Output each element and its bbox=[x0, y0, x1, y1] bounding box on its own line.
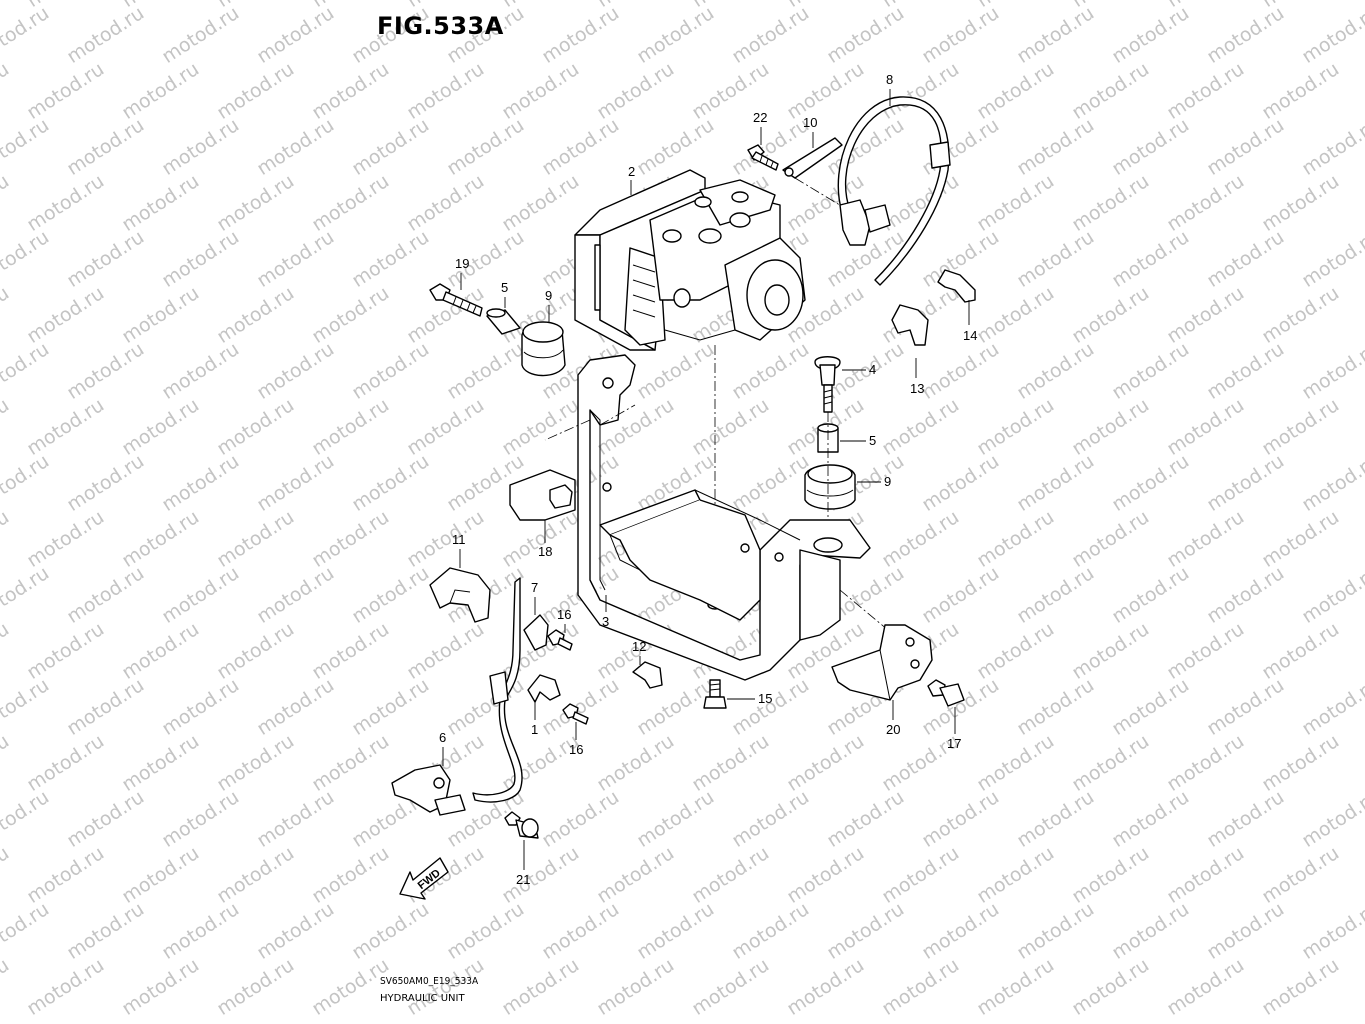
callout-3: 3 bbox=[602, 614, 609, 629]
bracket-part-20[interactable] bbox=[831, 624, 933, 701]
hydraulic-unit-part-2[interactable] bbox=[574, 169, 806, 351]
bracket-part-10[interactable] bbox=[782, 137, 843, 179]
callout-15: 15 bbox=[758, 691, 772, 706]
callout-6: 6 bbox=[439, 730, 446, 745]
callout-5-lower: 5 bbox=[869, 433, 876, 448]
callout-20: 20 bbox=[886, 722, 900, 737]
callout-9-upper: 9 bbox=[545, 288, 552, 303]
diagram-code: SV650AM0_E19_533A bbox=[380, 976, 479, 987]
callout-8: 8 bbox=[886, 72, 893, 87]
callout-2: 2 bbox=[628, 164, 635, 179]
forward-direction-arrow: FWD bbox=[399, 857, 449, 900]
callout-22: 22 bbox=[753, 110, 767, 125]
callout-12: 12 bbox=[632, 639, 646, 654]
grommet-part-9-lower[interactable] bbox=[804, 464, 856, 510]
callout-5-upper: 5 bbox=[501, 280, 508, 295]
figure-title: FIG.533A bbox=[377, 12, 504, 40]
bolt-part-21[interactable] bbox=[504, 811, 539, 839]
clamp-part-13[interactable] bbox=[891, 304, 929, 346]
speed-sensor-part-6[interactable] bbox=[391, 577, 523, 816]
callout-17: 17 bbox=[947, 736, 961, 751]
callout-21: 21 bbox=[516, 872, 530, 887]
bolt-part-15[interactable] bbox=[703, 679, 727, 709]
callout-7: 7 bbox=[531, 580, 538, 595]
clamp-part-1[interactable] bbox=[527, 674, 561, 703]
callout-16-upper: 16 bbox=[557, 607, 571, 622]
spacer-part-5-upper[interactable] bbox=[486, 308, 521, 335]
callout-18: 18 bbox=[538, 544, 552, 559]
callout-1: 1 bbox=[531, 722, 538, 737]
bolt-part-22[interactable] bbox=[747, 144, 779, 171]
brake-hose-part-8[interactable] bbox=[837, 96, 951, 286]
callout-13: 13 bbox=[910, 381, 924, 396]
callout-9-lower: 9 bbox=[884, 474, 891, 489]
callout-16-lower: 16 bbox=[569, 742, 583, 757]
bolt-part-19[interactable] bbox=[429, 283, 483, 317]
clamp-part-11[interactable] bbox=[429, 567, 491, 623]
clamp-part-12[interactable] bbox=[632, 661, 663, 689]
bolt-part-17[interactable] bbox=[927, 679, 965, 707]
bolt-part-16-upper[interactable] bbox=[547, 629, 573, 651]
diagram-name: HYDRAULIC UNIT bbox=[380, 993, 465, 1004]
bracket-part-3[interactable] bbox=[577, 354, 871, 681]
clamp-part-14[interactable] bbox=[937, 269, 976, 303]
callout-14: 14 bbox=[963, 328, 977, 343]
callout-10: 10 bbox=[803, 115, 817, 130]
callout-19: 19 bbox=[455, 256, 469, 271]
callout-4: 4 bbox=[869, 362, 876, 377]
bolt-part-16-lower[interactable] bbox=[562, 703, 589, 725]
bracket-part-18[interactable] bbox=[509, 469, 576, 521]
callout-11: 11 bbox=[452, 532, 466, 547]
clamp-part-7[interactable] bbox=[523, 614, 549, 651]
grommet-part-9-upper[interactable] bbox=[521, 321, 566, 377]
bolt-part-4[interactable] bbox=[814, 356, 841, 413]
